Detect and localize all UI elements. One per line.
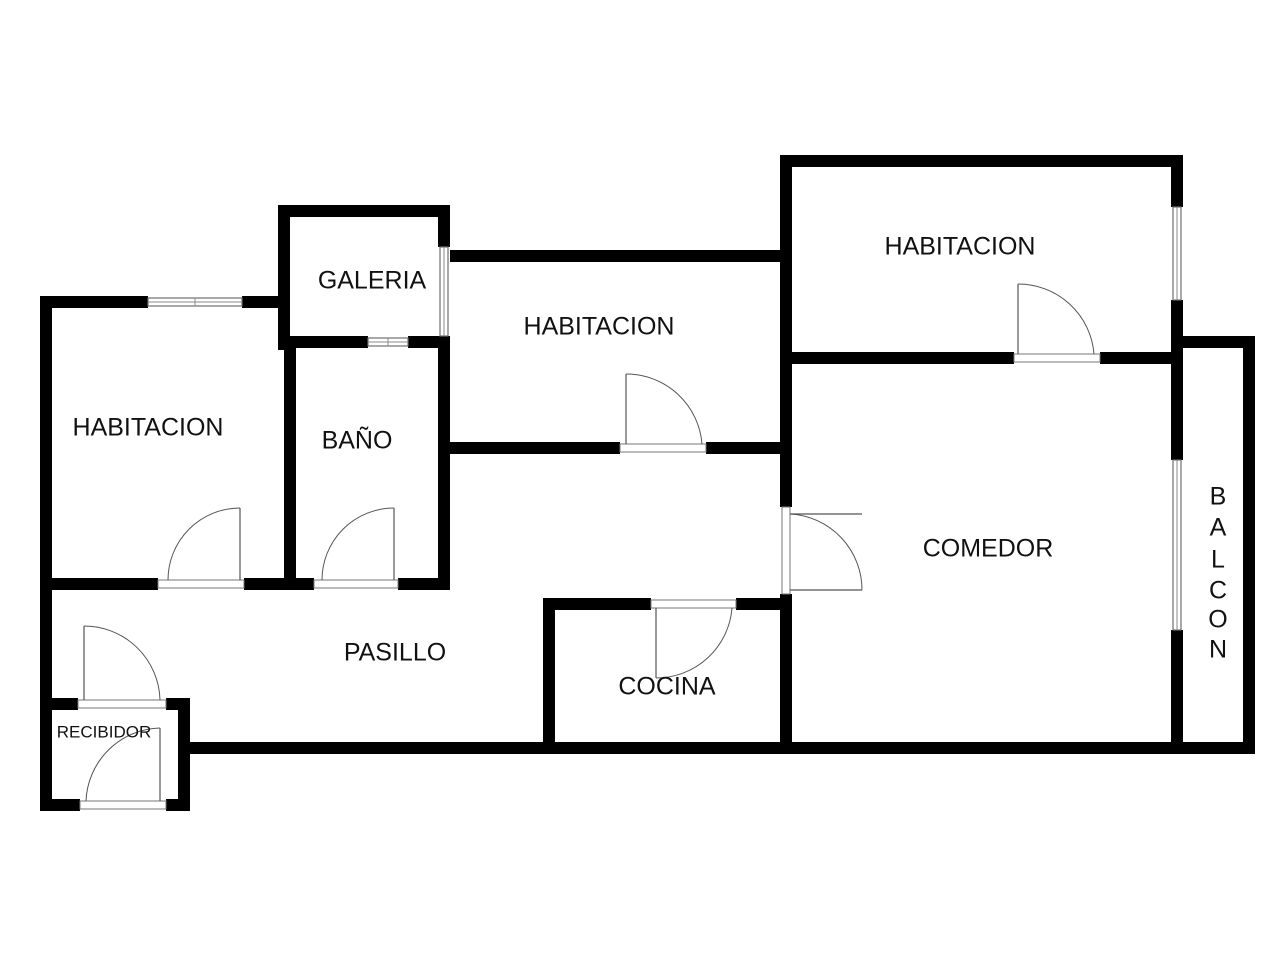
wall: [736, 598, 792, 610]
wall: [1171, 300, 1183, 460]
wall: [178, 698, 190, 811]
wall: [40, 296, 148, 308]
wall: [780, 594, 792, 754]
door[interactable]: [77, 625, 167, 709]
room-label-habitacion-center: HABITACION: [524, 313, 675, 341]
balcon-letter: C: [1209, 577, 1227, 605]
door[interactable]: [619, 373, 707, 453]
wall: [438, 336, 450, 590]
wall: [398, 578, 450, 590]
balcon-letter: O: [1208, 606, 1227, 634]
wall: [284, 336, 368, 348]
room-labels: HABITACION GALERIA HABITACION HABITACION…: [57, 233, 1228, 742]
wall: [284, 336, 296, 590]
window: [439, 246, 449, 337]
wall: [450, 250, 792, 262]
balcon-letter: N: [1209, 636, 1227, 664]
room-label-comedor: COMEDOR: [923, 535, 1054, 563]
door[interactable]: [79, 727, 167, 810]
room-label-recibidor: RECIBIDOR: [57, 722, 151, 741]
wall: [1171, 630, 1183, 754]
wall: [1100, 352, 1183, 364]
wall: [278, 205, 290, 350]
wall: [278, 205, 450, 217]
wall: [543, 598, 651, 610]
wall: [706, 442, 792, 454]
room-label-galeria: GALERIA: [318, 267, 427, 295]
room-label-bano: BAÑO: [322, 426, 393, 455]
window: [147, 297, 243, 307]
balcon-letter: L: [1211, 546, 1225, 574]
wall: [40, 799, 80, 811]
door[interactable]: [313, 507, 399, 589]
wall: [780, 155, 1183, 167]
door[interactable]: [781, 506, 863, 595]
wall: [1171, 155, 1183, 207]
wall: [166, 799, 190, 811]
wall: [780, 155, 792, 507]
wall: [244, 578, 314, 590]
windows: [147, 206, 1182, 631]
door[interactable]: [650, 599, 737, 679]
walls: [40, 155, 1255, 811]
room-label-balcon: B A L C O N: [1208, 483, 1227, 664]
door[interactable]: [1013, 283, 1101, 363]
wall: [450, 442, 620, 454]
balcon-letter: A: [1210, 514, 1227, 542]
window: [1172, 206, 1182, 301]
wall: [1243, 336, 1255, 754]
room-label-cocina: COCINA: [618, 673, 716, 701]
wall: [40, 578, 158, 590]
wall: [543, 598, 555, 754]
room-label-pasillo: PASILLO: [344, 639, 446, 667]
door[interactable]: [157, 507, 245, 589]
room-label-habitacion-left: HABITACION: [73, 414, 224, 442]
wall: [1171, 336, 1255, 348]
wall: [792, 352, 1014, 364]
doors: [77, 283, 1101, 810]
window: [1172, 459, 1182, 631]
wall: [438, 205, 450, 247]
balcon-letter: B: [1210, 483, 1227, 511]
wall: [40, 296, 52, 811]
room-label-habitacion-right: HABITACION: [885, 233, 1036, 261]
wall: [40, 698, 78, 710]
window: [367, 337, 409, 347]
wall: [180, 742, 1255, 754]
